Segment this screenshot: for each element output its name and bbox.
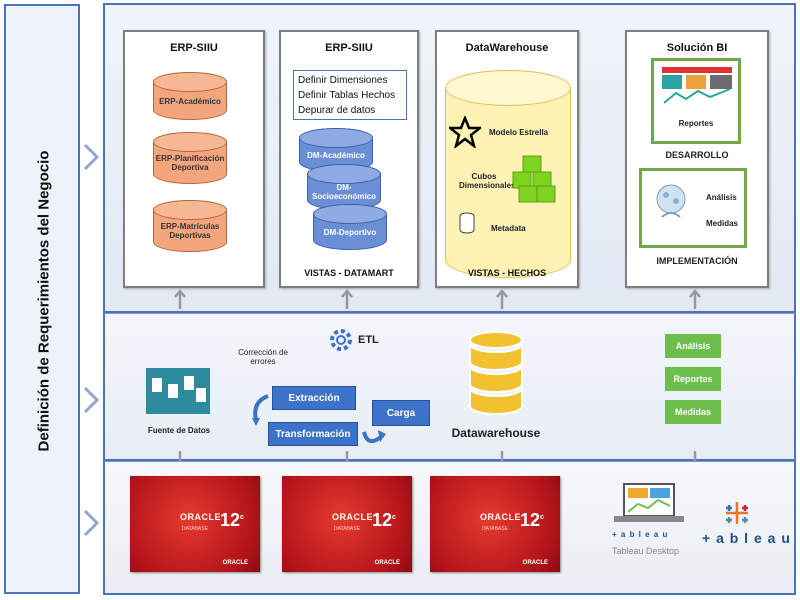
column-title: Solución BI [666, 42, 728, 54]
correccion-label: Corrección de errores [238, 348, 288, 366]
analisis-label: Análisis [706, 193, 737, 202]
reportes-card: Reportes [651, 58, 741, 144]
transformacion-box: Transformación [268, 422, 358, 446]
top-band: ERP-SIIU ERP-Académico ERP-Planificación… [103, 3, 796, 313]
gear-icon [330, 329, 352, 351]
column-footer: VISTAS - HECHOS [467, 268, 547, 278]
column-datamart: ERP-SIIU Definir Dimensiones Definir Tab… [279, 30, 419, 288]
data-source-icon [146, 368, 210, 414]
reportes-label: Reportes [678, 119, 714, 128]
list-item: Depurar de datos [298, 105, 376, 116]
side-label: Definición de Requerimientos del Negocio [35, 150, 53, 452]
column-footer: VISTAS - DATAMART [304, 268, 394, 278]
extraccion-box: Extracción [272, 386, 356, 410]
tableau-small-logo: + a b l e a u [612, 530, 669, 539]
carga-box: Carga [372, 400, 430, 426]
fuente-label: Fuente de Datos [147, 426, 211, 435]
erp-planificacion-cylinder: ERP-Planificación Deportiva [153, 132, 227, 184]
analisis-tag: Análisis [665, 334, 721, 358]
metadata-icon [459, 212, 475, 234]
tableau-plus-icon [726, 502, 748, 524]
column-title: DataWarehouse [465, 42, 549, 54]
tableau-logo: + a b l e a u [702, 530, 791, 546]
analisis-card: Análisis Medidas [639, 168, 747, 248]
column-title: ERP-SIIU [170, 42, 218, 54]
modelo-estrella-label: Modelo Estrella [489, 128, 549, 137]
brain-analytics-icon [656, 184, 686, 218]
arrow-up-icon [496, 289, 508, 309]
cubes-icon [512, 155, 556, 203]
arrow-up-icon [689, 289, 701, 309]
tableau-desktop-label: Tableau Desktop [612, 546, 680, 556]
chevron-right-icon [83, 143, 100, 171]
reportes-tag: Reportes [665, 367, 721, 391]
dashboard-icon [662, 67, 732, 104]
column-erp-siiu: ERP-SIIU ERP-Académico ERP-Planificación… [123, 30, 265, 288]
side-panel: Definición de Requerimientos del Negocio [4, 4, 80, 594]
column-title: ERP-SIIU [325, 42, 373, 54]
cycle-arrow-icon [362, 430, 386, 444]
implementacion-caption: IMPLEMENTACIÓN [656, 256, 738, 266]
database-icon [469, 331, 523, 415]
star-icon [449, 116, 481, 148]
metadata-label: Metadata [491, 224, 526, 233]
cycle-arrow-icon [252, 394, 269, 426]
etl-label: ETL [358, 334, 379, 346]
medidas-label: Medidas [706, 219, 739, 228]
datawarehouse-label: Datawarehouse [451, 426, 541, 440]
dm-deportivo-cylinder: DM-Deportivo [313, 204, 387, 250]
column-datawarehouse: DataWarehouse Modelo Estrella Cubos Dime… [435, 30, 579, 288]
chevron-right-icon [83, 386, 100, 414]
list-item: Definir Dimensiones [298, 75, 388, 86]
erp-academico-cylinder: ERP-Académico [153, 72, 227, 120]
erp-matriculas-cylinder: ERP-Matrículas Deportivas [153, 200, 227, 252]
list-item: Definir Tablas Hechos [298, 90, 396, 101]
dm-socioeconomico-cylinder: DM-Socioeconómico [307, 164, 381, 210]
column-solucion-bi: Solución BI Reportes DESARROLLO Análisis… [625, 30, 769, 288]
definition-list: Definir Dimensiones Definir Tablas Hecho… [293, 70, 407, 120]
medidas-tag: Medidas [665, 400, 721, 424]
laptop-dashboard-icon [614, 483, 684, 522]
cubos-label: Cubos Dimensionales [459, 172, 516, 190]
arrow-up-icon [341, 289, 353, 309]
chevron-right-icon [83, 509, 100, 537]
desarrollo-caption: DESARROLLO [665, 150, 729, 160]
arrow-up-icon [174, 289, 186, 309]
